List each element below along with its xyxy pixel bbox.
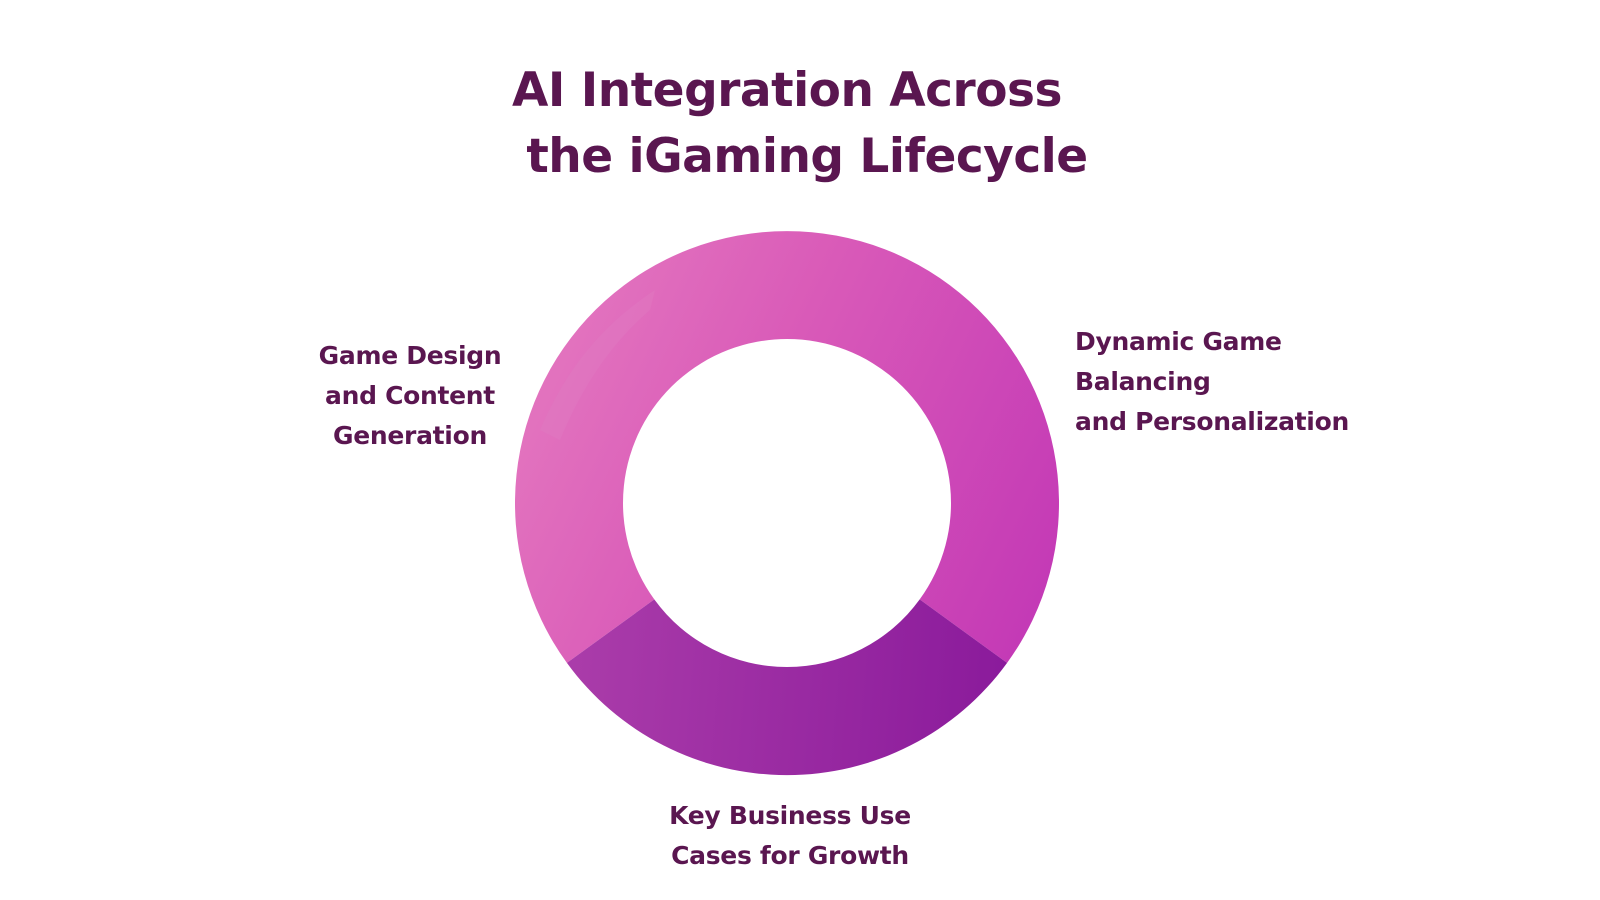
label-business-use-cases: Key Business Use Cases for Growth <box>640 796 940 876</box>
label-business-use-cases-line-2: Cases for Growth <box>671 841 909 870</box>
segment-seam <box>540 290 655 440</box>
label-game-design-line-1: Game Design <box>318 341 502 370</box>
label-dynamic-balancing-line-2: Balancing <box>1075 367 1211 396</box>
label-dynamic-balancing-line-1: Dynamic Game <box>1075 327 1282 356</box>
title-line-2: the iGaming Lifecycle <box>526 129 1088 184</box>
label-game-design: Game Design and Content Generation <box>300 336 520 456</box>
label-dynamic-balancing-line-3: and Personalization <box>1075 407 1349 436</box>
segment-bottom <box>566 599 1008 776</box>
label-dynamic-balancing: Dynamic Game Balancing and Personalizati… <box>1075 322 1349 442</box>
diagram-title: AI Integration Across the iGaming Lifecy… <box>0 58 1600 190</box>
title-line-1: AI Integration Across <box>512 63 1062 118</box>
label-game-design-line-2: and Content <box>325 381 495 410</box>
label-business-use-cases-line-1: Key Business Use <box>669 801 911 830</box>
label-game-design-line-3: Generation <box>333 421 487 450</box>
segment-upper <box>515 231 1059 663</box>
